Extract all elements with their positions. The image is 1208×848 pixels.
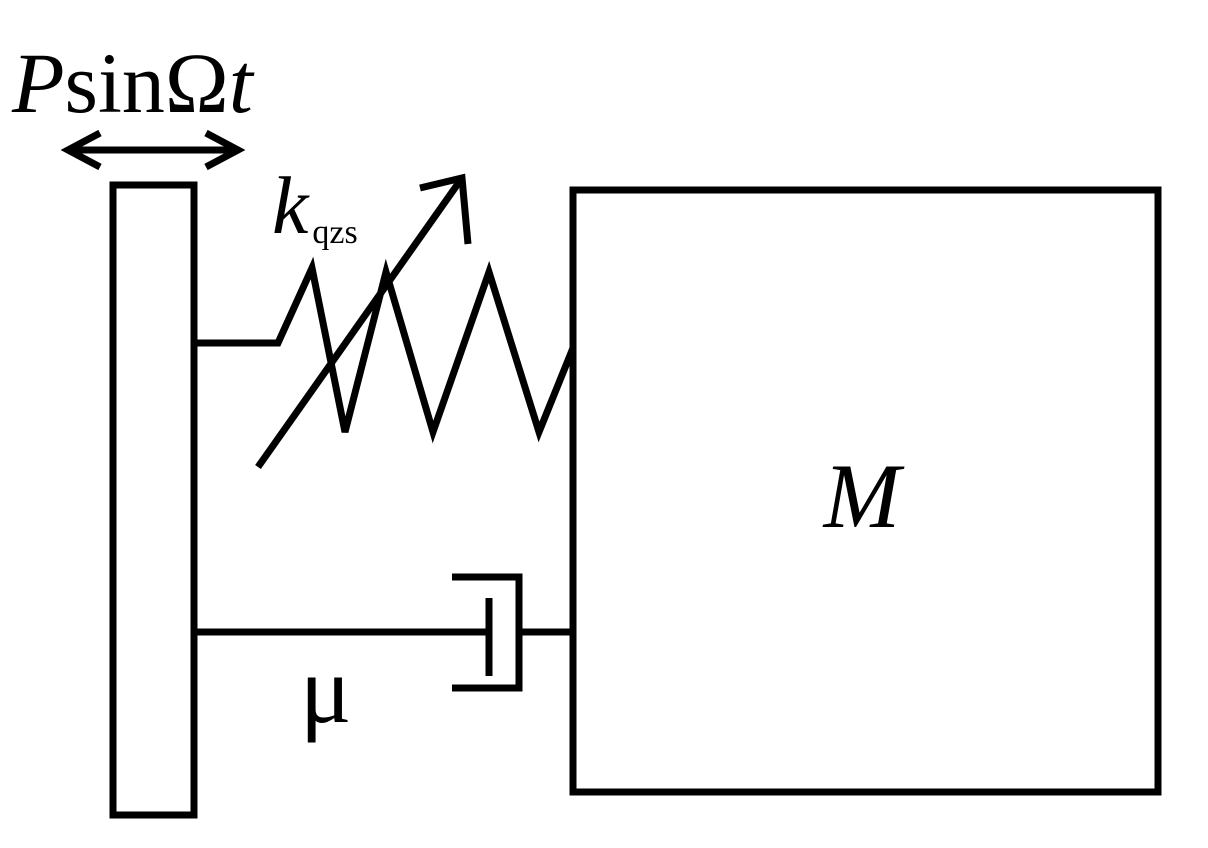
force-amplitude: P — [11, 35, 65, 131]
spring — [194, 256, 577, 444]
force-omega: Ω — [165, 35, 229, 131]
force-function: sin — [65, 35, 165, 131]
damper-label: μ — [300, 636, 351, 743]
force-label: PsinΩt — [11, 35, 255, 131]
spring-symbol: k — [272, 160, 310, 251]
spring-subscript: qzs — [312, 214, 357, 251]
force-time: t — [229, 35, 255, 131]
excitation-arrow — [60, 129, 246, 171]
damper — [194, 573, 573, 692]
variable-stiffness-arrow — [255, 173, 472, 470]
base-plate — [109, 181, 198, 819]
mass-label: M — [822, 445, 905, 547]
mass-block — [569, 186, 1162, 796]
